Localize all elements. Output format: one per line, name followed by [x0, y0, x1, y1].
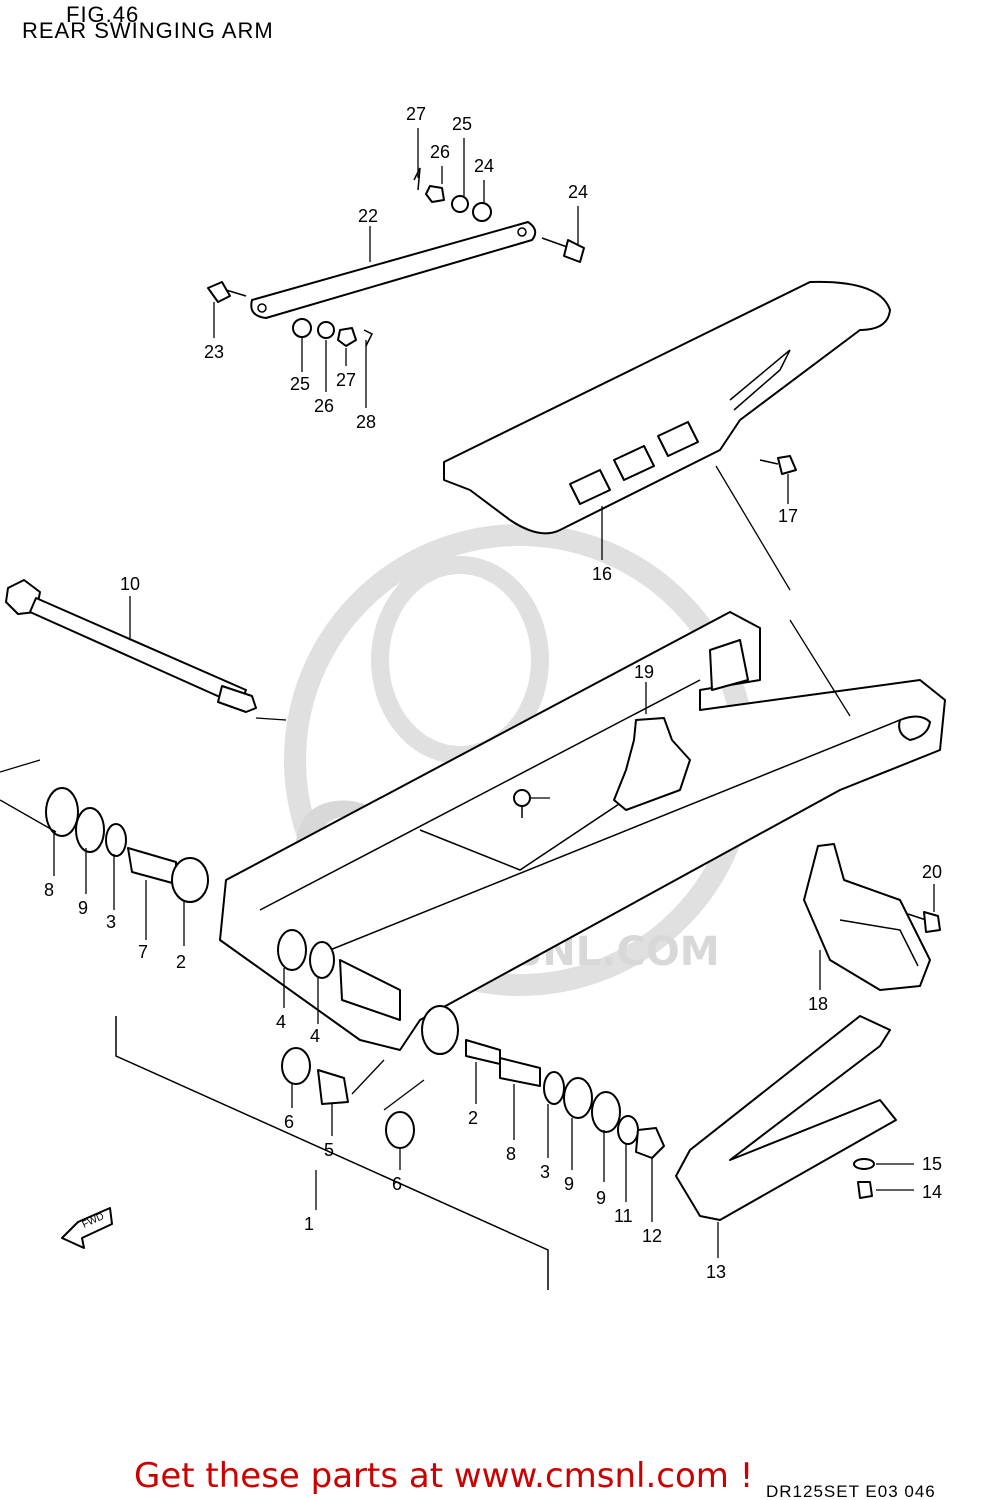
assembly-bracket — [115, 1016, 549, 1290]
callout-labels: 27 25 26 24 24 22 23 25 27 26 28 17 16 1… — [44, 104, 942, 1282]
callout-10: 10 — [120, 574, 140, 594]
bolt-22 — [207, 281, 247, 303]
callout-17: 17 — [778, 506, 798, 526]
diagram-code: DR125SET E03 046 — [766, 1482, 936, 1500]
bolt-20 — [907, 911, 941, 933]
callout-8a: 8 — [44, 880, 54, 900]
chain-case-16 — [443, 280, 891, 535]
callout-20: 20 — [922, 862, 942, 882]
swing-arm-1 — [219, 611, 946, 1051]
callout-5: 5 — [324, 1140, 334, 1160]
callout-19: 19 — [634, 662, 654, 682]
callout-26a: 26 — [430, 142, 450, 162]
washer-15-bolt-14 — [853, 1158, 875, 1199]
callout-4a: 4 — [276, 1012, 286, 1032]
callout-9b: 9 — [564, 1174, 574, 1194]
callout-21: 22 — [358, 206, 378, 226]
torque-link-21 — [250, 221, 537, 319]
callout-24b: 25 — [290, 374, 310, 394]
callout-27b: 28 — [356, 412, 376, 432]
bracket-19 — [613, 717, 691, 811]
figure-number: FIG.46 — [66, 2, 139, 27]
callout-16: 16 — [592, 564, 612, 584]
callout-14: 14 — [922, 1182, 942, 1202]
leader-lines — [0, 128, 935, 1258]
callout-9a: 9 — [78, 898, 88, 918]
callout-27a: 27 — [406, 104, 426, 124]
callout-22: 23 — [204, 342, 224, 362]
pivot-shaft-10 — [5, 579, 257, 713]
chain-slider-13 — [675, 1015, 897, 1221]
callout-12: 12 — [642, 1226, 662, 1246]
callout-3a: 3 — [106, 912, 116, 932]
left-bushings — [45, 787, 335, 979]
figure-title: REAR SWINGING ARM — [22, 18, 274, 43]
upper-fasteners — [292, 167, 492, 347]
callout-7a: 7 — [138, 942, 148, 962]
callout-11: 11 — [614, 1206, 633, 1226]
chain-guide-18 — [803, 843, 931, 991]
callout-6b: 6 — [392, 1174, 402, 1194]
callout-3b: 3 — [540, 1162, 550, 1182]
callout-2b: 2 — [468, 1108, 478, 1128]
callout-13: 13 — [706, 1262, 726, 1282]
callout-25b: 26 — [314, 396, 334, 416]
screw-28 — [513, 789, 531, 818]
callout-8b: 9 — [596, 1188, 606, 1208]
callout-18: 18 — [808, 994, 828, 1014]
callout-26b: 27 — [336, 370, 356, 390]
callout-15: 15 — [922, 1154, 942, 1174]
callout-2a: 2 — [176, 952, 186, 972]
callout-1: 1 — [304, 1214, 314, 1234]
callout-23: 24 — [568, 182, 588, 202]
fwd-arrow-icon: FWD — [61, 1207, 113, 1249]
callout-4b: 4 — [310, 1026, 320, 1046]
callout-25a: 25 — [452, 114, 472, 134]
bolt-23 — [541, 237, 585, 263]
promo-link[interactable]: Get these parts at www.cmsnl.com ! — [134, 1456, 753, 1496]
callout-24a: 24 — [474, 156, 494, 176]
right-bushings — [281, 1005, 665, 1159]
callout-7b: 8 — [506, 1144, 516, 1164]
screw-17 — [759, 455, 797, 475]
callout-6a: 6 — [284, 1112, 294, 1132]
